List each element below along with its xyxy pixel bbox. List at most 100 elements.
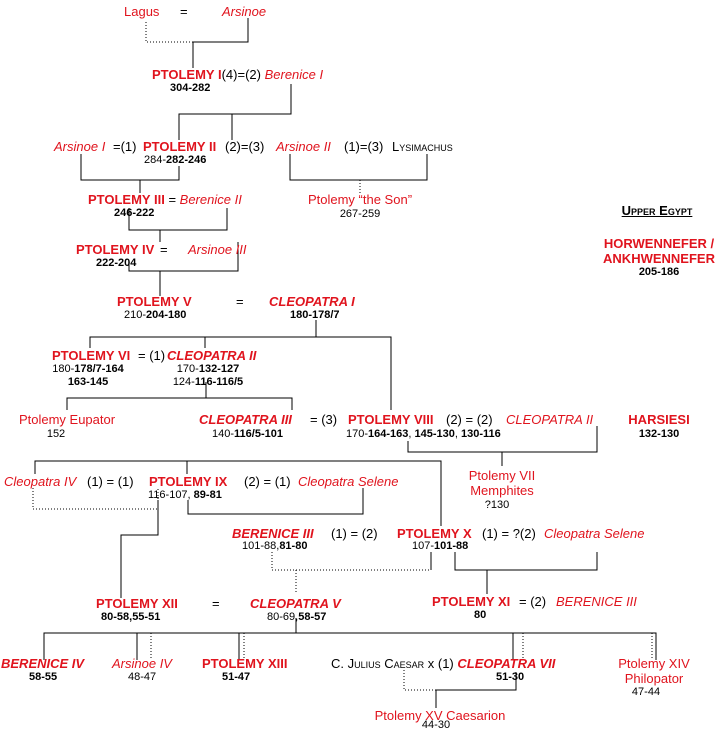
ankhwennefer-name: ANKHWENNEFER: [603, 251, 715, 266]
marriage-ptolemy3-berenice2: =: [164, 192, 180, 207]
ptolemy11-name: PTOLEMY XI: [432, 594, 511, 609]
ptolemy7-years: ?130: [484, 499, 510, 511]
cleopatra2-years-a2: 132-127: [198, 363, 240, 375]
marriage-arsinoe2-lysimachus: (1)=(3): [344, 139, 384, 154]
marriage-ptolemy11-berenice3: = (2): [519, 594, 547, 609]
ptolemy8-years: 170-164-163, 145-130, 130-116: [346, 428, 501, 441]
ptolemy2-years: 284-282-246: [144, 154, 206, 167]
ptolemy5-years-b: 204-180: [146, 309, 187, 321]
marriage-berenice3-ptolemy10: (1) = (2): [331, 526, 378, 541]
ptolemy10-name: PTOLEMY X: [397, 526, 472, 541]
ptolemy10-years-a: 107-: [412, 540, 435, 552]
marriage-caesar-cleopatra7: x (1): [424, 656, 454, 671]
upper-egypt-heading: Upper Egypt: [621, 203, 693, 218]
arsinoe-name: Arsinoe: [222, 4, 267, 19]
marriage-ptolemy6-cleopatra2: = (1): [138, 348, 166, 363]
cleopatra3-years-a: 140-: [212, 428, 235, 440]
ptolemy8-years-b: 164-163: [368, 428, 409, 440]
ptolemy4-years: 222-204: [96, 257, 137, 269]
cleopatra2-years-b1: 124-: [172, 376, 195, 388]
ptolemy8-years-e: ,: [454, 428, 462, 440]
lagus-name: Lagus: [124, 4, 160, 19]
ptolemy10-years: 107-101-88: [412, 540, 468, 553]
berenice2-name: Berenice II: [179, 192, 242, 207]
cleopatra5-name: CLEOPATRA V: [250, 596, 341, 611]
ptolemy9-years-a: 116-107,: [148, 489, 194, 501]
ptolemy1-name: PTOLEMY I: [152, 67, 222, 82]
ptolemy5-years: 210-204-180: [124, 309, 186, 322]
ptolemy5-years-a: 210-: [124, 309, 147, 321]
cleopatra2-name: CLEOPATRA II: [167, 348, 257, 363]
marriage-ptolemy1-berenice1: (4)=(2): [221, 67, 261, 82]
ptolemy12-name: PTOLEMY XII: [96, 596, 178, 611]
ptolemy13-name: PTOLEMY XIII: [202, 656, 288, 671]
ptolemy8-years-f: 130-116: [461, 428, 501, 440]
ptolemy7-name: Ptolemy VII: [468, 468, 536, 483]
ptolemy2-name: PTOLEMY II: [143, 139, 217, 154]
ptolemy3-block: PTOLEMY III = Berenice II: [88, 192, 242, 207]
harsiesi-years: 132-130: [638, 428, 680, 440]
selene1-name: Cleopatra Selene: [298, 474, 399, 489]
horwennefer-name: HORWENNEFER /: [603, 236, 715, 251]
ptolemy2-years-a: 284-: [144, 154, 167, 166]
ptolemy3-name: PTOLEMY III: [88, 192, 165, 207]
ptolemy3-years: 246-222: [114, 207, 155, 219]
ptolemy-son-name: Ptolemy “the Son”: [307, 192, 413, 207]
ptolemy2-years-b: 282-246: [166, 154, 207, 166]
caesarion-years: 44-30: [421, 719, 451, 731]
berenice3-years-b: 81-80: [279, 540, 308, 552]
ptolemy-son-years: 267-259: [339, 208, 381, 220]
ptolemy1-years: 304-282: [170, 82, 211, 94]
ptolemy7-name2: Memphites: [470, 483, 534, 498]
eupator-years: 152: [46, 428, 66, 440]
ptolemy6-years-b: 178/7-164: [74, 363, 124, 375]
harsiesi-name: HARSIESI: [628, 412, 690, 427]
cleopatra5-years-b: 58-57: [298, 611, 327, 623]
cleopatra5-years-a: 80-69,: [267, 611, 299, 623]
cleopatra7-name: CLEOPATRA VII: [457, 656, 556, 671]
berenice3b-name: BERENICE III: [556, 594, 637, 609]
cleopatra3-years-b: 116/5-101: [234, 428, 283, 440]
ptolemy4-name: PTOLEMY IV: [76, 242, 155, 257]
ptolemy10-years-b: 101-88: [434, 540, 469, 552]
ptolemy6-years-2: 163-145: [67, 376, 109, 388]
cleopatra2b-name: CLEOPATRA II: [506, 412, 594, 427]
marriage-ptolemy12-cleopatra5: =: [212, 596, 220, 611]
ptolemy8-years-c: ,: [408, 428, 415, 440]
cleopatra5-years: 80-69,58-57: [267, 611, 326, 624]
marriage-cleopatra3-ptolemy8: = (3): [310, 412, 338, 427]
arsinoe3-name: Arsinoe III: [188, 242, 247, 257]
berenice4-years: 58-55: [29, 671, 58, 683]
ptolemy9-years-b: 89-81: [193, 489, 222, 501]
ptolemy13-years: 51-47: [222, 671, 251, 683]
cleopatra2-years-a1: 170-: [176, 363, 199, 375]
arsinoe4-name: Arsinoe IV: [112, 656, 172, 671]
ptolemy9-years: 116-107, 89-81: [148, 489, 222, 502]
marriage-cleopatra4-ptolemy9: (1) = (1): [87, 474, 134, 489]
cleopatra1-name: CLEOPATRA I: [269, 294, 355, 309]
ptolemy14-name: Ptolemy XIV: [618, 656, 690, 671]
marriage-arsinoe1-ptolemy2: =(1): [113, 139, 137, 154]
ptolemy8-name: PTOLEMY VIII: [348, 412, 434, 427]
arsinoe1-name: Arsinoe I: [54, 139, 106, 154]
marriage-ptolemy4-arsinoe3: =: [160, 242, 168, 257]
cleopatra4-name: Cleopatra IV: [4, 474, 77, 489]
selene2-name: Cleopatra Selene: [544, 526, 645, 541]
berenice3-years-a: 101-88,: [242, 540, 280, 552]
lysimachus-name: Lysimachus: [392, 139, 453, 154]
eupator-name: Ptolemy Eupator: [18, 412, 116, 427]
ptolemy12-years: 80-58,55-51: [101, 611, 161, 623]
caesar-name: C. Julius Caesar: [331, 656, 425, 671]
cleopatra2-years-2: 124-116-116/5: [173, 376, 243, 389]
cleopatra3-years: 140-116/5-101: [212, 428, 283, 441]
cleopatra2-years-b2: 116-116/5: [194, 376, 244, 388]
marriage-ptolemy8-cleopatra2: (2) = (2): [446, 412, 493, 427]
horwennefer-years: 205-186: [638, 266, 680, 278]
caesarion-name: Ptolemy XV Caesarion: [374, 708, 506, 723]
ptolemy6-name: PTOLEMY VI: [52, 348, 131, 363]
marriage-ptolemy9-selene: (2) = (1): [244, 474, 291, 489]
ptolemy1-block: PTOLEMY I(4)=(2) Berenice I: [152, 67, 323, 82]
ptolemy11-years: 80: [474, 609, 487, 621]
ptolemy8-years-a: 170-: [346, 428, 369, 440]
